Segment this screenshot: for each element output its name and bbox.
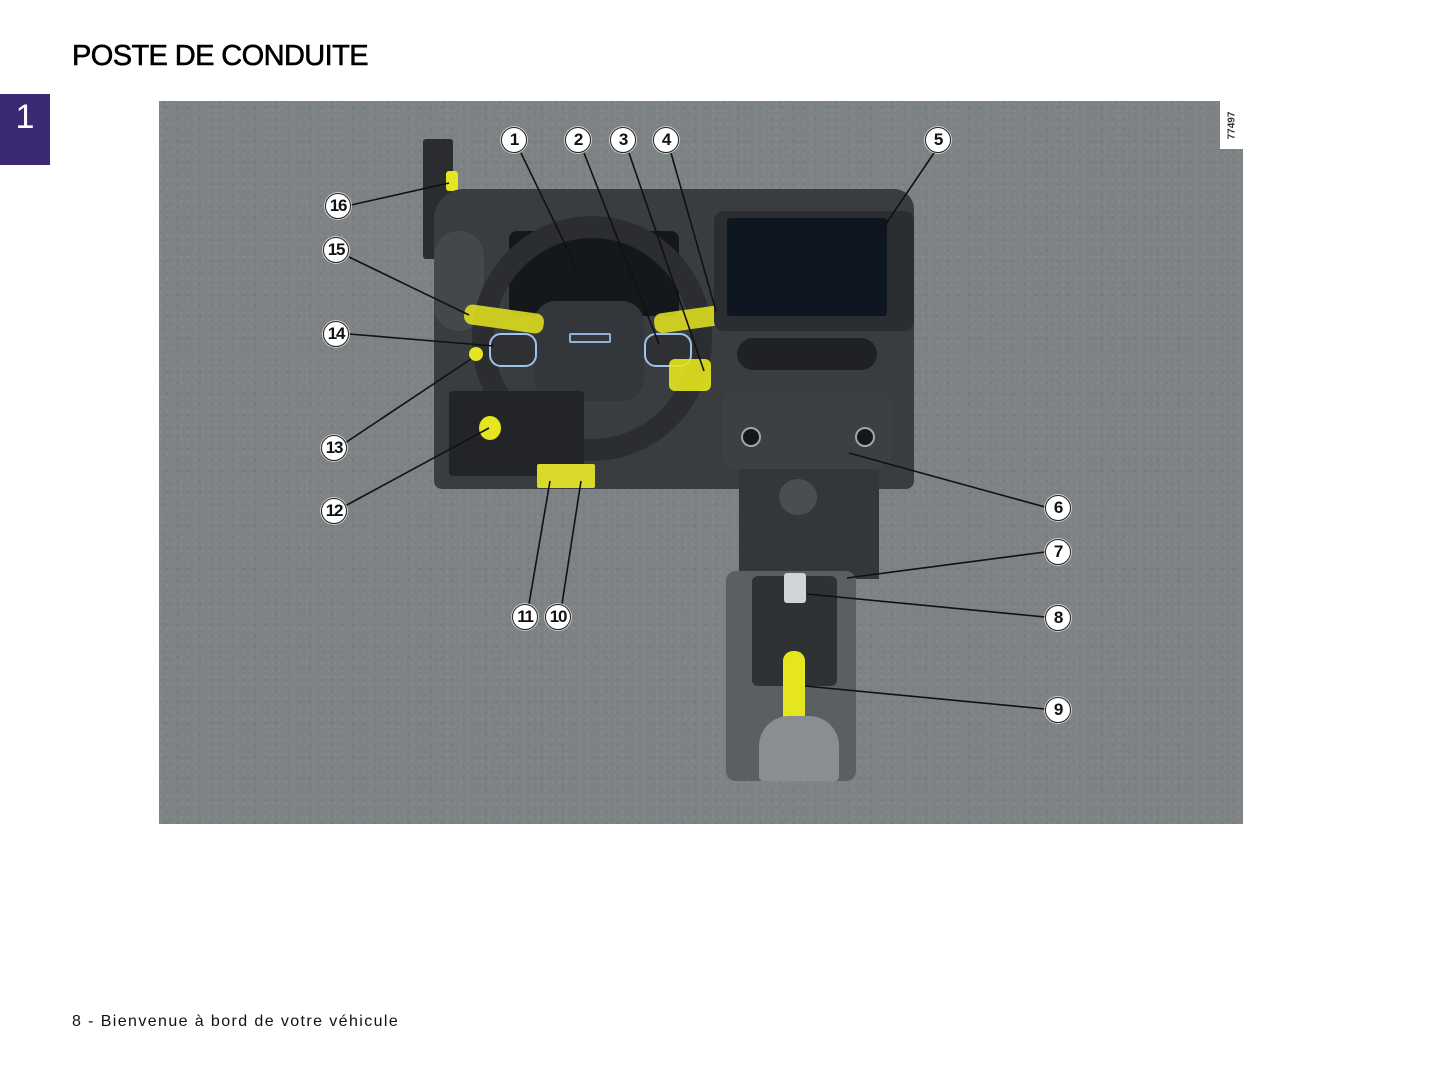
right-spoke-controls bbox=[644, 333, 692, 367]
leader-lines bbox=[344, 152, 1046, 710]
figure-reference-code: 77497 bbox=[1220, 101, 1243, 149]
knee-switch-highlight bbox=[479, 416, 501, 440]
callout-14: 14 bbox=[323, 321, 349, 347]
left-spoke-controls bbox=[489, 333, 537, 367]
lower-switches-highlight bbox=[537, 464, 595, 488]
callout-16: 16 bbox=[325, 193, 351, 219]
center-vents bbox=[737, 338, 877, 370]
right-lower-stalk-highlight bbox=[669, 359, 711, 391]
callout-4: 4 bbox=[653, 127, 679, 153]
callout-15: 15 bbox=[323, 237, 349, 263]
callout-5: 5 bbox=[925, 127, 951, 153]
dashboard-figure: 1 2 3 4 5 6 7 8 9 10 11 12 13 14 15 16 bbox=[159, 101, 1243, 824]
callout-3: 3 bbox=[610, 127, 636, 153]
climate-left-knob bbox=[741, 427, 761, 447]
callout-10: 10 bbox=[545, 604, 571, 630]
callout-7: 7 bbox=[1045, 539, 1071, 565]
callout-12: 12 bbox=[321, 498, 347, 524]
steering-hub bbox=[534, 301, 644, 401]
climate-right-knob bbox=[855, 427, 875, 447]
mirror-control-highlight bbox=[446, 171, 458, 191]
left-small-control-highlight bbox=[469, 347, 483, 361]
speaker-grille bbox=[779, 479, 817, 515]
callout-13: 13 bbox=[321, 435, 347, 461]
callout-9: 9 bbox=[1045, 697, 1071, 723]
callout-11: 11 bbox=[512, 604, 538, 630]
lower-left-panel bbox=[449, 391, 584, 476]
callout-1: 1 bbox=[501, 127, 527, 153]
brand-logo bbox=[569, 333, 611, 343]
callout-2: 2 bbox=[565, 127, 591, 153]
callout-6: 6 bbox=[1045, 495, 1071, 521]
usb-port bbox=[784, 573, 806, 603]
multimedia-screen bbox=[727, 218, 887, 316]
parking-brake-base bbox=[759, 716, 839, 781]
chapter-tab: 1 bbox=[0, 94, 50, 165]
page-footer: 8 - Bienvenue à bord de votre véhicule bbox=[72, 1013, 400, 1030]
page-title: POSTE DE CONDUITE bbox=[72, 40, 369, 73]
callout-8: 8 bbox=[1045, 605, 1071, 631]
